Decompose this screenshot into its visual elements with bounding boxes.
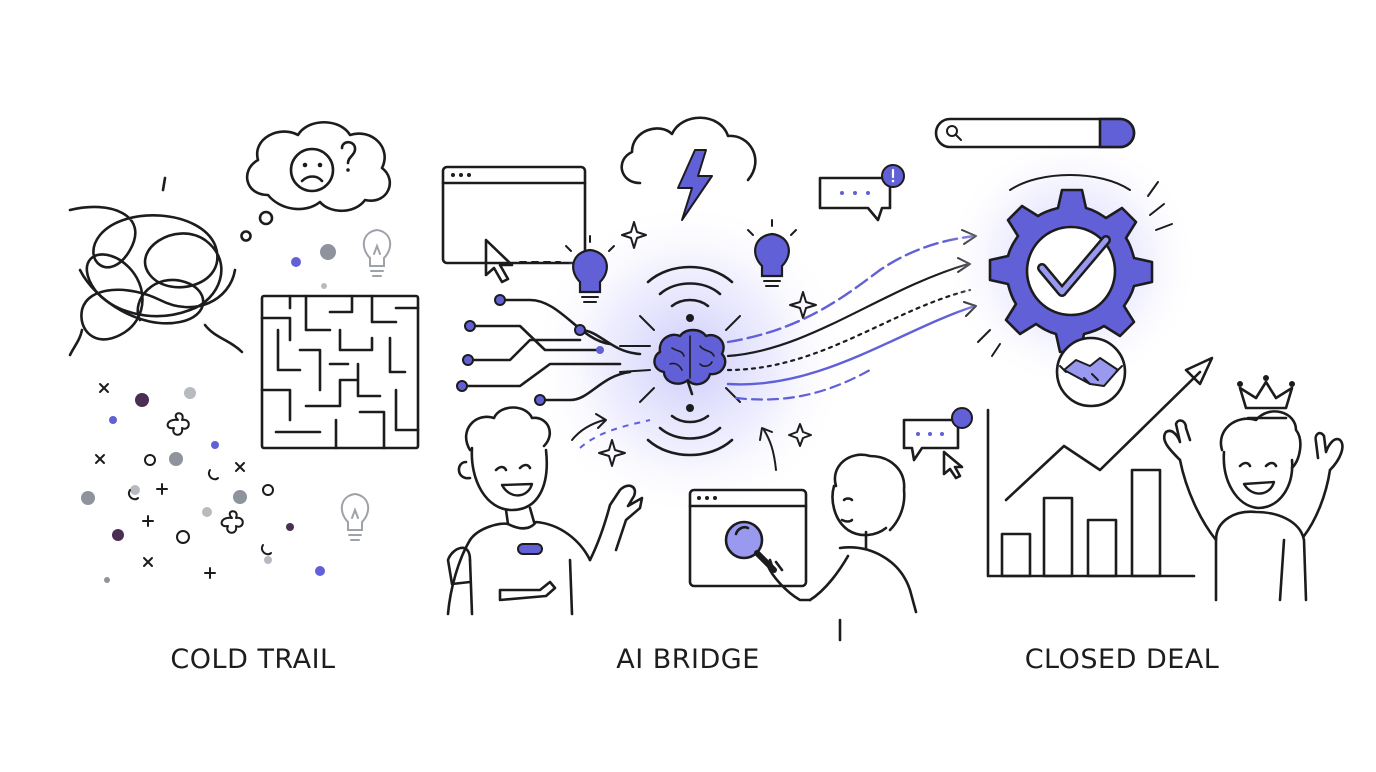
signal-waves — [639, 265, 741, 457]
crown-icon — [1237, 375, 1295, 420]
celebrating-person — [1162, 410, 1344, 602]
search-bar-icon — [934, 117, 1136, 149]
scattered-dots — [81, 244, 336, 583]
confused-face-thought-cloud — [240, 121, 392, 242]
chat-bubble-icon — [818, 164, 905, 222]
left-panel — [68, 121, 420, 583]
gear-check-icon — [977, 174, 1173, 357]
middle-panel — [441, 116, 977, 642]
lightning-cloud-icon — [620, 116, 757, 221]
caption-cold-trail: COLD TRAIL — [170, 644, 336, 675]
lightbulb-icon — [747, 219, 797, 287]
caption-closed-deal: CLOSED DEAL — [1024, 644, 1220, 675]
handshake-icon — [1055, 336, 1127, 408]
person-pointing — [446, 406, 644, 616]
caption-ai-bridge: AI BRIDGE — [616, 644, 760, 675]
tangled-scribble — [68, 176, 244, 357]
growth-bar-chart — [986, 356, 1214, 578]
lightbulb-icon — [565, 235, 615, 303]
person-searching — [756, 453, 918, 642]
circuit-lines — [456, 294, 651, 406]
sparkle-icon — [598, 221, 817, 467]
right-panel — [934, 117, 1344, 602]
lightbulb-icon — [340, 492, 370, 541]
brain-icon — [653, 328, 727, 396]
chat-bubble-icon — [902, 407, 973, 480]
maze — [260, 294, 420, 450]
lightbulb-icon — [362, 228, 392, 277]
browser-window-cursor — [441, 165, 587, 284]
